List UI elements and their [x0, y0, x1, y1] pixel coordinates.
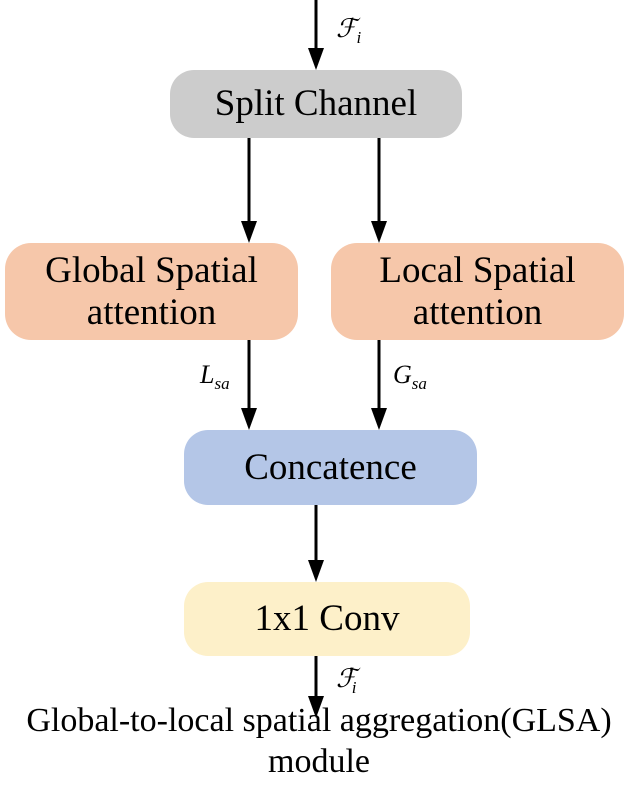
- conv-1x1-node: 1x1 Conv: [184, 582, 470, 656]
- split-channel-node: Split Channel: [170, 70, 462, 138]
- arrow-input-to-split: [308, 0, 324, 70]
- arrow-head: [371, 221, 387, 243]
- arrow-global-to-concat: [241, 340, 257, 430]
- arrow-head: [371, 408, 387, 430]
- gsa-edge-label: Gsa: [393, 360, 427, 393]
- global-attention-label-line2: attention: [86, 291, 217, 333]
- split-channel-label: Split Channel: [214, 83, 418, 125]
- caption-line-1: Global-to-local spatial aggregation(GLSA…: [26, 702, 612, 739]
- global-attention-label-line1: Global Spatial: [45, 250, 258, 292]
- input-feature-label: ℱi: [336, 14, 362, 47]
- arrow-split-to-local: [371, 138, 387, 243]
- caption-line-2: module: [268, 743, 370, 780]
- arrow-head: [308, 560, 324, 582]
- arrow-local-to-concat: [371, 340, 387, 430]
- concatenate-label: Concatence: [244, 446, 417, 488]
- arrow-conv-to-output: [308, 656, 324, 718]
- conv-1x1-label: 1x1 Conv: [254, 598, 400, 640]
- arrow-head: [241, 408, 257, 430]
- figure-caption: Global-to-local spatial aggregation(GLSA…: [0, 700, 638, 782]
- global-spatial-attention-node: Global Spatial attention: [5, 243, 298, 340]
- arrow-head: [308, 696, 324, 718]
- local-spatial-attention-node: Local Spatial attention: [331, 243, 624, 340]
- concatenate-node: Concatence: [184, 430, 477, 505]
- lsa-edge-label: Lsa: [200, 360, 230, 393]
- arrow-head: [241, 221, 257, 243]
- local-attention-label-line2: attention: [412, 291, 543, 333]
- local-attention-label-line1: Local Spatial: [379, 250, 576, 292]
- arrow-concat-to-conv: [308, 505, 324, 582]
- arrow-head: [308, 48, 324, 70]
- output-feature-label: ℱ′i: [336, 664, 357, 697]
- arrow-split-to-global: [241, 138, 257, 243]
